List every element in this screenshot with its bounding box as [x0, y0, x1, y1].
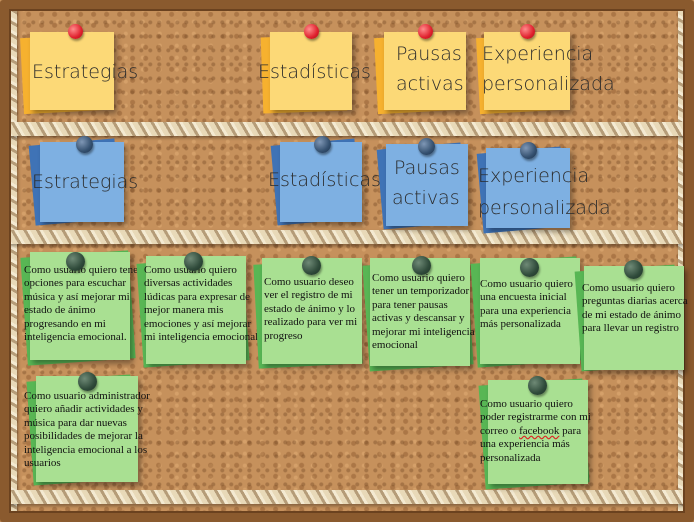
navy-pin-icon — [418, 138, 435, 155]
note-title: Estrategias — [32, 61, 139, 83]
dark-pin-icon — [624, 260, 643, 279]
note-title-line2: personalizada — [482, 73, 615, 95]
story-note — [36, 376, 138, 482]
note-title: Estadísticas — [268, 169, 381, 191]
note-title-line2: activas — [392, 187, 460, 209]
story-text: Como usuario quiero tener un temporizado… — [372, 272, 475, 352]
dark-pin-icon — [528, 376, 547, 395]
note-title-line1: Experiencia — [478, 165, 590, 187]
story-text: Como usuario quiero poder registrarme co… — [480, 398, 594, 465]
dark-pin-icon — [78, 372, 97, 391]
note-title-line1: Experiencia — [482, 43, 594, 65]
note-title-line1: Pausas — [394, 157, 460, 179]
sticky-note-estrategias: Estrategias — [30, 32, 138, 110]
story-note — [30, 252, 130, 360]
navy-pin-icon — [76, 136, 93, 153]
story-note — [146, 256, 246, 364]
navy-pin-icon — [520, 142, 537, 159]
note-title: Estrategias — [32, 171, 139, 193]
story-text-part: para una experiencia más personalizada — [480, 424, 582, 464]
story-text: Como usuario administrador quiero añadir… — [24, 390, 150, 470]
story-text: Como usuario quiero una encuesta inicial… — [480, 278, 573, 331]
facebook-word: facebook — [519, 424, 560, 437]
rope-middle-divider — [0, 230, 694, 244]
rope-left — [6, 0, 17, 522]
red-pin-icon — [520, 24, 535, 39]
story-text: Como usuario quiero diversas actividades… — [144, 264, 259, 344]
dark-pin-icon — [302, 256, 321, 275]
red-pin-icon — [68, 24, 83, 39]
sticky-note-estadisticas: Estadísticas — [268, 142, 381, 222]
note-title: Estadísticas — [258, 61, 371, 83]
dark-pin-icon — [412, 256, 431, 275]
dark-pin-icon — [520, 258, 539, 277]
red-pin-icon — [418, 24, 433, 39]
dark-pin-icon — [184, 252, 203, 271]
sticky-note-experiencia: Experiencia personalizada — [478, 148, 611, 228]
sticky-note-pausas-activas: Pausas activas — [384, 32, 466, 110]
sticky-note-pausas-activas: Pausas activas — [386, 144, 468, 226]
rope-top-divider — [0, 122, 694, 136]
note-title-line2: personalizada — [478, 197, 611, 219]
navy-pin-icon — [314, 136, 331, 153]
note-title-line1: Pausas — [396, 43, 462, 65]
dark-pin-icon — [66, 252, 85, 271]
rope-bottom — [0, 490, 694, 504]
story-text: Como usuario quiero tener opciones para … — [24, 264, 142, 344]
story-note — [262, 258, 362, 364]
story-note — [584, 266, 684, 370]
sticky-note-estadisticas: Estadísticas — [258, 32, 371, 110]
story-note — [370, 258, 470, 366]
sticky-note-experiencia: Experiencia personalizada — [482, 32, 615, 110]
story-text: Como usuario deseo ver el registro de mi… — [264, 276, 358, 342]
note-title-line2: activas — [396, 73, 464, 95]
story-text: Como usuario quiero preguntas diarias ac… — [582, 282, 688, 335]
sticky-note-estrategias: Estrategias — [32, 142, 138, 222]
rope-right — [678, 0, 689, 522]
story-note — [488, 380, 588, 484]
red-pin-icon — [304, 24, 319, 39]
story-text-part: Como usuario quiero poder registrarme co… — [480, 398, 591, 437]
